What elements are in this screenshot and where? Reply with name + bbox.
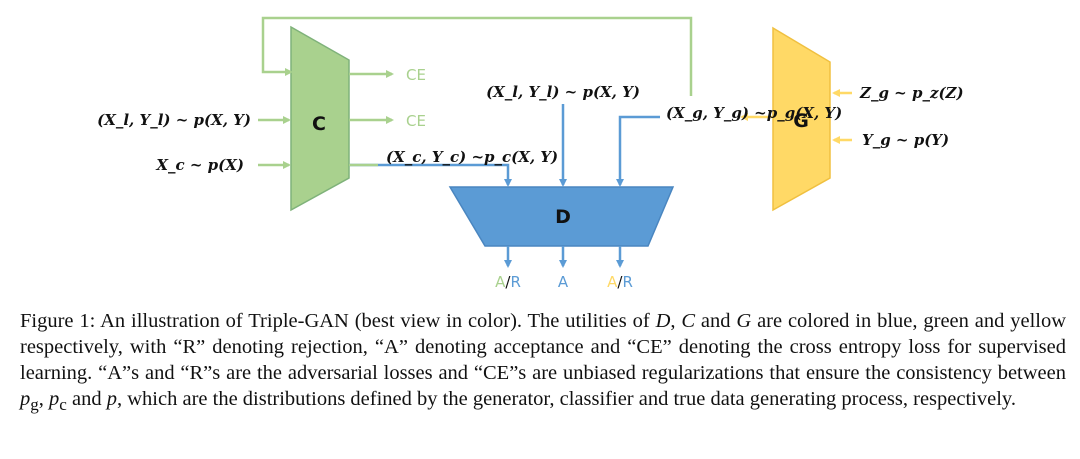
caption-pg-sub: g <box>30 395 39 415</box>
d-output-1-slash: / <box>505 273 511 291</box>
caption-c: C <box>681 310 696 332</box>
classifier-label: C <box>312 113 326 135</box>
arrow-g-to-d <box>616 115 660 187</box>
caption-pc: p <box>49 388 60 410</box>
input-label-zg: Z_g ~ p_z(Z) <box>859 84 964 102</box>
triple-gan-diagram: C G D CE CE (X_l, Y_l) ~ p(X, Y) X_c ~ p… <box>97 16 964 291</box>
input-label-labeled-top: (X_l, Y_l) ~ p(X, Y) <box>486 83 640 101</box>
d-output-3-a: A <box>607 273 618 291</box>
d-output-1-r: R <box>510 273 520 291</box>
d-output-1: A/R <box>495 273 521 291</box>
ce-label-1: CE <box>406 66 426 84</box>
d-output-3-r: R <box>622 273 632 291</box>
d-output-2: A <box>558 273 569 291</box>
d-output-1-a: A <box>495 273 506 291</box>
caption-sep2: , <box>38 388 50 410</box>
caption-and2: and <box>66 388 107 410</box>
g-output-label-line: (X_g, Y_g) ~p_g(X, Y) <box>666 104 842 122</box>
caption-pg: p <box>20 388 31 410</box>
ce-label-2: CE <box>406 112 426 130</box>
generator-box <box>772 26 831 212</box>
discriminator-label: D <box>555 206 571 228</box>
input-label-yg: Y_g ~ p(Y) <box>862 131 949 149</box>
g-output-label: (X_g, Y_g) ~p_g(X, Y) <box>666 104 842 122</box>
caption-sep1: , <box>670 310 682 332</box>
input-label-xc: X_c ~ p(X) <box>155 156 244 174</box>
generator-label: G <box>793 110 809 132</box>
caption-part3: , which are the distributions defined by… <box>117 388 1016 410</box>
caption-d: D <box>655 310 671 332</box>
figure-caption: Figure 1: An illustration of Triple-GAN … <box>20 308 1066 418</box>
classifier-box <box>290 25 350 212</box>
d-output-3-slash: / <box>617 273 623 291</box>
c-output-label-line: (X_c, Y_c) ~p_c(X, Y) <box>386 148 558 166</box>
caption-p: p <box>106 388 117 410</box>
d-output-3: A/R <box>607 273 633 291</box>
input-label-labeled-left: (X_l, Y_l) ~ p(X, Y) <box>97 111 251 129</box>
feedback-line <box>261 16 693 96</box>
caption-part2: are colored in blue, green and yellow re… <box>20 310 1067 384</box>
caption-g: G <box>736 310 752 332</box>
caption-pc-sub: c <box>59 395 67 415</box>
arrow-c-to-d <box>349 163 512 187</box>
c-output-label: (X_c, Y_c) ~p_c(X, Y) <box>386 148 558 166</box>
caption-label: Figure 1: <box>20 310 96 332</box>
caption-part1: An illustration of Triple-GAN (best view… <box>100 310 656 332</box>
caption-and: and <box>695 310 737 332</box>
discriminator-box <box>448 186 675 247</box>
